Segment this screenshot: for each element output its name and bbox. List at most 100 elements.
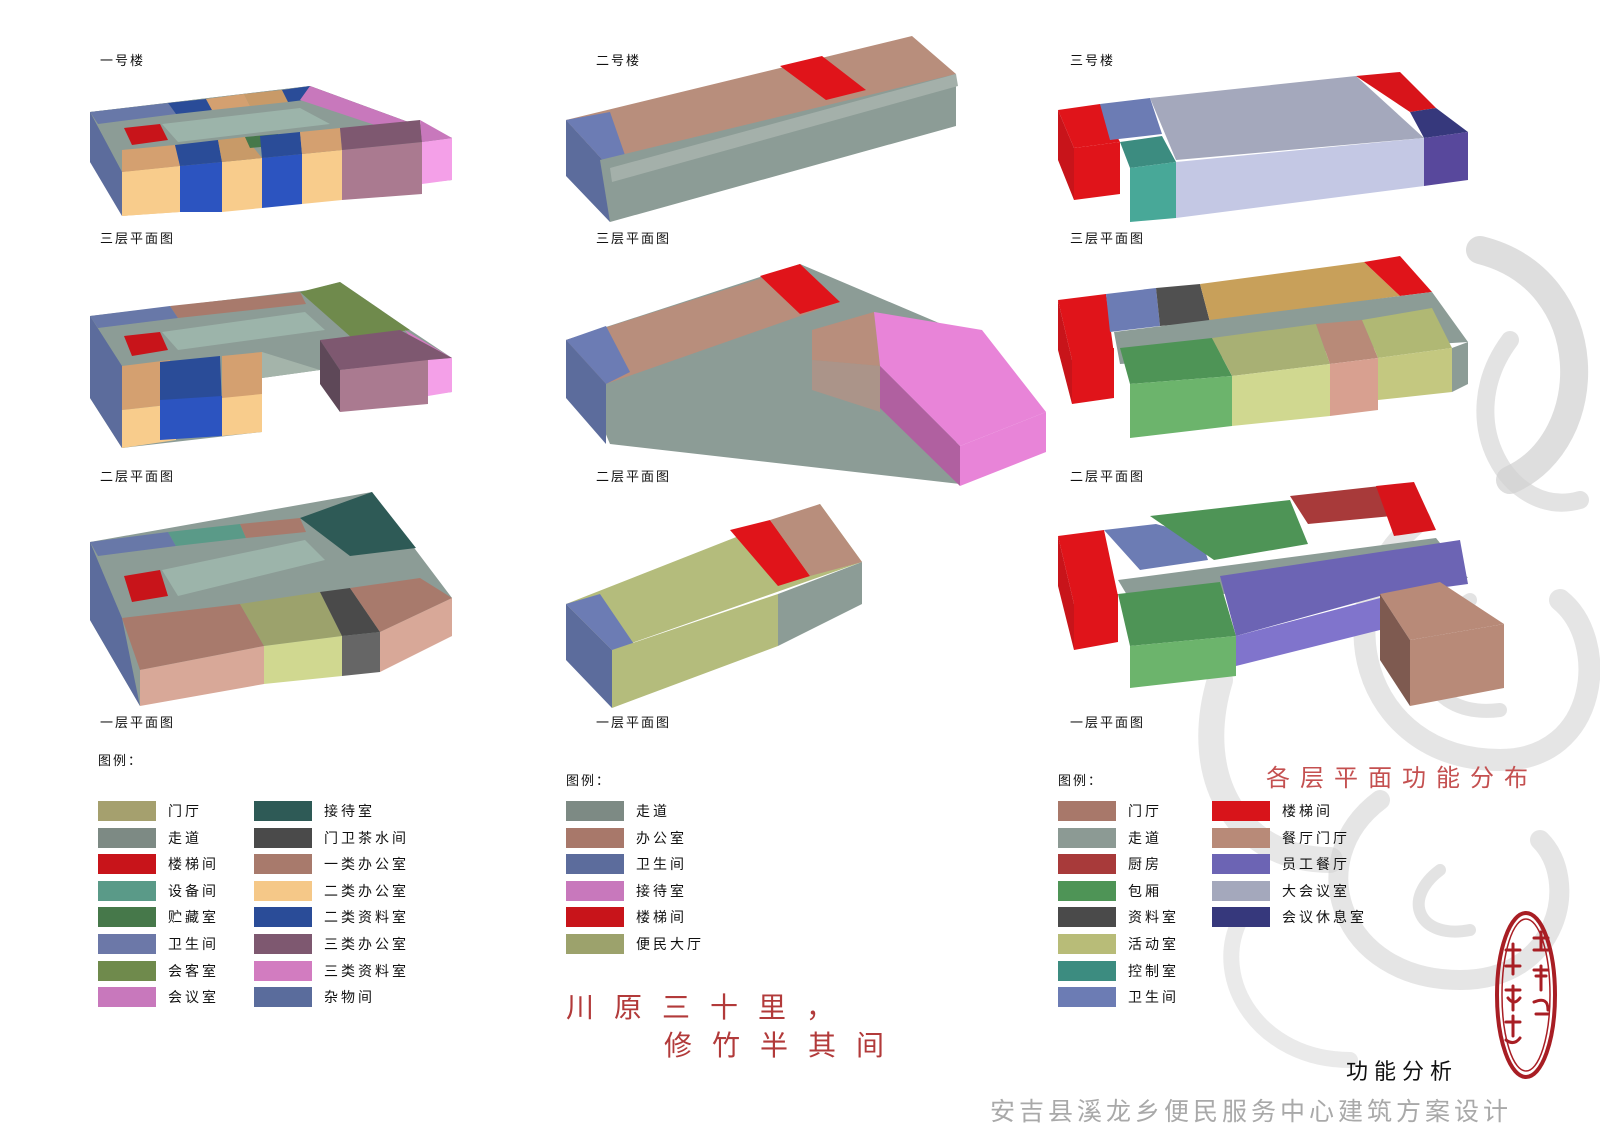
legend-swatch bbox=[566, 907, 624, 928]
motto-line-1: 川原三十里， bbox=[566, 991, 855, 1024]
legend-item: 走道 bbox=[1058, 827, 1162, 849]
legend-label: 杂物间 bbox=[324, 990, 375, 1007]
legend-item: 会议休息室 bbox=[1212, 906, 1367, 928]
legend-item: 门厅 bbox=[98, 800, 202, 822]
legend-swatch bbox=[98, 880, 156, 901]
legend-label: 门厅 bbox=[1128, 804, 1162, 820]
legend-item: 接待室 bbox=[254, 800, 375, 822]
legend-label: 卫生间 bbox=[168, 937, 219, 953]
legend-swatch bbox=[1058, 987, 1116, 1008]
legend-item: 接待室 bbox=[566, 880, 687, 902]
legend-swatch bbox=[566, 934, 624, 954]
legend-item: 门卫茶水间 bbox=[254, 827, 409, 849]
motto-line-2: 修竹半其间 bbox=[664, 1029, 905, 1062]
legend-swatch bbox=[98, 854, 156, 875]
legend-2-title: 图例： bbox=[566, 774, 612, 789]
legend-label: 办公室 bbox=[636, 830, 687, 847]
building-2-title: 二号楼 bbox=[596, 54, 642, 69]
legend-item: 厨房 bbox=[1058, 853, 1162, 875]
legend-item: 卫生间 bbox=[1058, 986, 1179, 1008]
building-3-title: 三号楼 bbox=[1070, 54, 1116, 69]
legend-swatch bbox=[566, 827, 624, 848]
legend-swatch bbox=[1058, 960, 1116, 981]
legend-label: 一类办公室 bbox=[324, 857, 409, 874]
legend-swatch bbox=[1212, 827, 1270, 848]
legend-swatch bbox=[254, 960, 312, 981]
legend-swatch bbox=[566, 854, 624, 875]
legend-swatch bbox=[1212, 854, 1270, 875]
legend-swatch bbox=[98, 827, 156, 848]
legend-item: 会客室 bbox=[98, 960, 219, 982]
legend-swatch bbox=[98, 960, 156, 981]
building-3-floor-1-label: 一层平面图 bbox=[1070, 716, 1146, 731]
legend-label: 贮藏室 bbox=[168, 910, 219, 927]
legend-label: 包厢 bbox=[1128, 883, 1162, 900]
legend-label: 三类办公室 bbox=[324, 937, 409, 953]
seal-stamp bbox=[1495, 911, 1557, 1079]
project-title: 安吉县溪龙乡便民服务中心建筑方案设计 bbox=[990, 1097, 1513, 1126]
legend-item: 餐厅门厅 bbox=[1212, 827, 1350, 849]
legend-swatch bbox=[566, 801, 624, 821]
building-1-title: 一号楼 bbox=[100, 54, 146, 69]
legend-label: 控制室 bbox=[1128, 963, 1179, 980]
legend-label: 资料室 bbox=[1128, 910, 1179, 927]
legend-swatch bbox=[1212, 801, 1270, 821]
legend-swatch bbox=[1212, 907, 1270, 928]
legend-label: 走道 bbox=[636, 804, 670, 820]
legend-item: 楼梯间 bbox=[566, 906, 687, 928]
legend-item: 一类办公室 bbox=[254, 853, 409, 875]
legend-label: 楼梯间 bbox=[636, 910, 687, 927]
legend-label: 楼梯间 bbox=[1282, 804, 1333, 820]
legend-item: 会议室 bbox=[98, 986, 219, 1008]
legend-item: 资料室 bbox=[1058, 906, 1179, 928]
legend-swatch bbox=[1058, 801, 1116, 821]
legend-swatch bbox=[254, 987, 312, 1008]
legend-item: 包厢 bbox=[1058, 880, 1162, 902]
legend-swatch bbox=[1058, 934, 1116, 954]
legend-label: 会客室 bbox=[168, 963, 219, 980]
legend-item: 走道 bbox=[98, 827, 202, 849]
legend-swatch bbox=[254, 934, 312, 954]
legend-label: 二类办公室 bbox=[324, 883, 409, 900]
legend-item: 办公室 bbox=[566, 827, 687, 849]
legend-label: 大会议室 bbox=[1282, 883, 1350, 900]
building-3-floor-3-label: 三层平面图 bbox=[1070, 232, 1146, 247]
legend-swatch bbox=[1212, 880, 1270, 901]
legend-label: 会议室 bbox=[168, 990, 219, 1007]
legend-label: 餐厅门厅 bbox=[1282, 830, 1350, 847]
legend-label: 二类资料室 bbox=[324, 910, 409, 927]
legend-item: 设备间 bbox=[98, 880, 219, 902]
legend-label: 便民大厅 bbox=[636, 937, 704, 953]
legend-swatch bbox=[254, 854, 312, 875]
legend-label: 走道 bbox=[168, 830, 202, 847]
legend-swatch bbox=[1058, 854, 1116, 875]
legend-item: 二类办公室 bbox=[254, 880, 409, 902]
building-3-floor-2-label: 二层平面图 bbox=[1070, 470, 1146, 485]
legend-label: 门厅 bbox=[168, 804, 202, 820]
building-2-floor-3-label: 三层平面图 bbox=[596, 232, 672, 247]
legend-label: 门卫茶水间 bbox=[324, 830, 409, 847]
legend-item: 二类资料室 bbox=[254, 906, 409, 928]
legend-label: 卫生间 bbox=[636, 857, 687, 874]
legend-swatch bbox=[254, 827, 312, 848]
legend-label: 员工餐厅 bbox=[1282, 857, 1350, 874]
building-1-floor-2-label: 二层平面图 bbox=[100, 470, 176, 485]
legend-item: 楼梯间 bbox=[1212, 800, 1333, 822]
legend-label: 设备间 bbox=[168, 883, 219, 900]
legend-label: 会议休息室 bbox=[1282, 910, 1367, 927]
legend-swatch bbox=[254, 801, 312, 821]
legend-swatch bbox=[254, 880, 312, 901]
legend-label: 楼梯间 bbox=[168, 857, 219, 874]
building-1-floor-1-label: 一层平面图 bbox=[100, 716, 176, 731]
legend-3-title: 图例： bbox=[1058, 774, 1104, 789]
legend-swatch bbox=[98, 987, 156, 1008]
legend-swatch bbox=[98, 907, 156, 928]
